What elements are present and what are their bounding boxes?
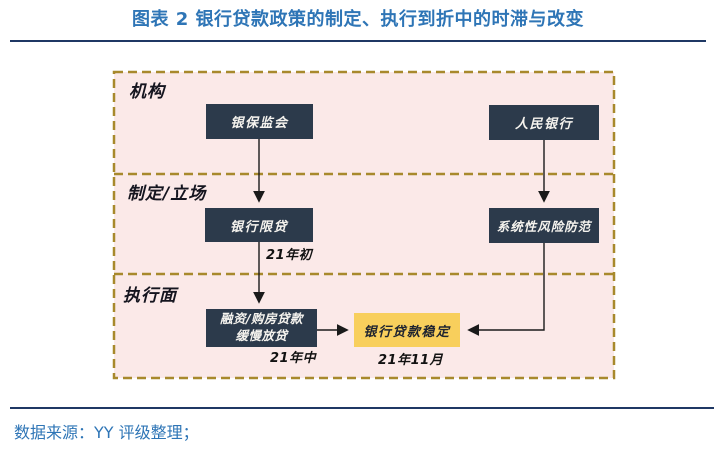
time-label-early-2021: 21年初 [266,248,313,263]
node-systemic-risk: 系统性风险防范 [489,208,599,243]
bottom-divider-line [10,407,714,409]
time-label-nov-2021: 21年11月 [378,353,444,368]
node-loan-stability-label: 银行贷款稳定 [363,324,451,340]
section-label-execution: 执行面 [123,286,177,306]
node-slow-lending: 融资/购房贷款 缓慢放贷 [206,309,317,347]
figure-title: 图表 2 银行贷款政策的制定、执行到折中的时滞与改变 [131,9,585,30]
node-bank-loan-limit-label: 银行限贷 [229,219,288,235]
node-slow-lending-line1: 融资/购房贷款 [219,311,304,327]
section-label-formulation: 制定/立场 [127,184,207,204]
node-pboc: 人民银行 [489,105,599,140]
node-cbirc-label: 银保监会 [230,116,289,131]
data-source-note: 数据来源：YY 评级整理； [14,423,199,442]
node-slow-lending-line2: 缓慢放贷 [235,328,288,343]
node-systemic-risk-label: 系统性风险防范 [496,219,592,234]
node-cbirc: 银保监会 [206,104,313,139]
section-label-institutions: 机构 [129,82,165,102]
node-loan-stability: 银行贷款稳定 [354,313,460,347]
top-divider-line [10,40,706,42]
time-label-mid-2021: 21年中 [270,351,317,366]
node-bank-loan-limit: 银行限贷 [205,208,313,242]
node-pboc-label: 人民银行 [514,117,573,132]
arrow-systemic-risk-to-loan-stability [467,243,545,336]
